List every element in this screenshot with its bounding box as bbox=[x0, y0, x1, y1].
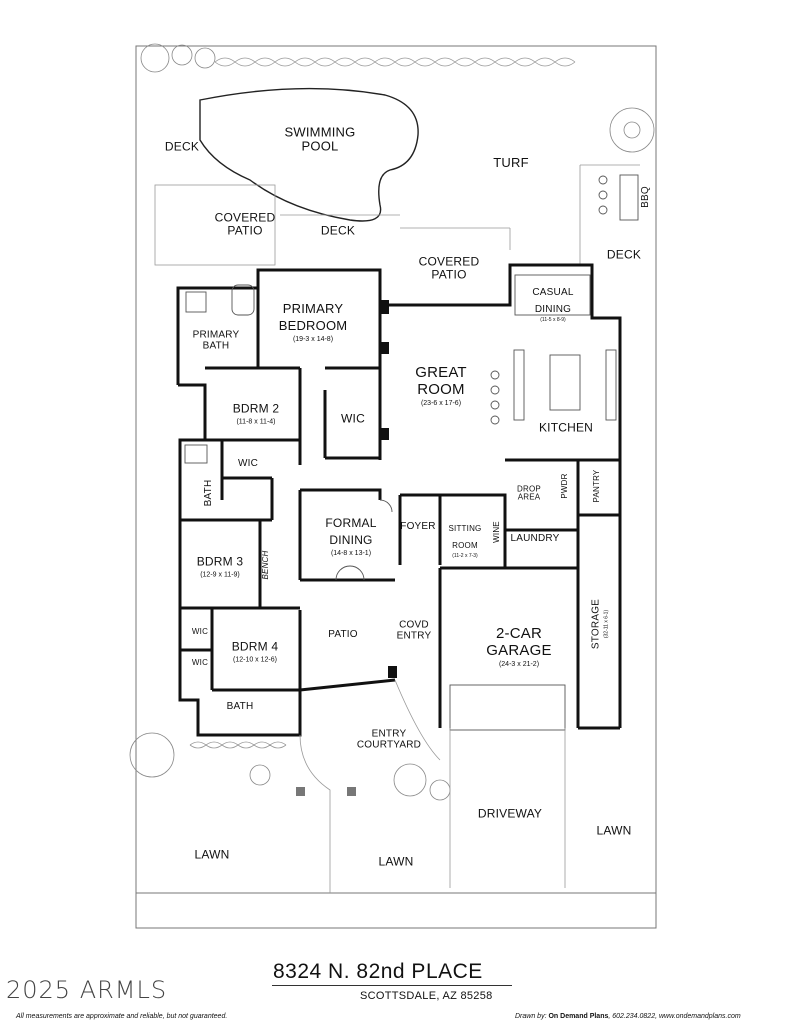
bdrm3-label: BDRM 3 (12-9 x 11-9) bbox=[197, 553, 244, 578]
lawn-center-label: LAWN bbox=[378, 854, 414, 869]
wic-a-label: WIC bbox=[191, 626, 209, 636]
drawn-by-contact: , 602.234.0822, www.ondemandplans.com bbox=[608, 1013, 741, 1020]
storage-label: STORAGE (32-11 x 6-1) bbox=[586, 599, 609, 649]
primary-bedroom-label: PRIMARY BEDROOM (19-3 x 14-8) bbox=[279, 301, 348, 343]
sitting-room-label: SITTING ROOM (11-2 x 7-3) bbox=[449, 519, 482, 559]
bdrm2-name: BDRM 2 bbox=[232, 401, 280, 416]
storage-dim: (32-11 x 6-1) bbox=[603, 609, 610, 639]
wine-label: WINE bbox=[491, 521, 501, 543]
primary-bedroom-dim: (19-3 x 14-8) bbox=[292, 335, 334, 343]
primary-bath-label: PRIMARY BATH bbox=[192, 329, 240, 351]
deck-east-label: DECK bbox=[606, 247, 642, 262]
columns bbox=[296, 300, 397, 796]
drop-area-label: DROP AREA bbox=[517, 484, 541, 502]
lawn-left-label: LAWN bbox=[194, 847, 230, 862]
patio-label: PATIO bbox=[328, 628, 358, 640]
bath-bottom-label: BATH bbox=[226, 700, 254, 712]
bench-label: BENCH bbox=[260, 550, 270, 580]
great-room-name: GREAT ROOM bbox=[415, 364, 467, 398]
casual-dining-name: CASUAL DINING bbox=[532, 287, 574, 315]
city-subtitle: SCOTTSDALE, AZ 85258 bbox=[360, 990, 493, 1002]
lot-boundary bbox=[135, 45, 657, 929]
interior-details bbox=[184, 174, 639, 731]
kitchen-label: KITCHEN bbox=[538, 420, 594, 435]
wic-bdrm2-label: WIC bbox=[237, 457, 259, 469]
formal-dining-name: FORMAL DINING bbox=[325, 516, 377, 547]
great-room-label: GREAT ROOM (23-6 x 17-6) bbox=[415, 365, 467, 407]
address-underline bbox=[272, 985, 512, 986]
bdrm3-dim: (12-9 x 11-9) bbox=[200, 571, 240, 579]
formal-dining-label: FORMAL DINING (14-8 x 13-1) bbox=[325, 515, 376, 557]
house-walls bbox=[176, 263, 622, 737]
casual-dining-label: CASUAL DINING (11-5 x 8-9) bbox=[532, 283, 573, 323]
drawn-by: Drawn by: On Demand Plans, 602.234.0822,… bbox=[515, 1013, 741, 1020]
bdrm2-label: BDRM 2 (11-8 x 11-4) bbox=[233, 400, 280, 425]
storage-name: STORAGE bbox=[590, 598, 602, 650]
bdrm2-dim: (11-8 x 11-4) bbox=[236, 418, 276, 426]
covd-entry-label: COVD ENTRY bbox=[396, 619, 432, 641]
turf-label: TURF bbox=[493, 155, 529, 171]
covered-patio-left-label: COVERED PATIO bbox=[214, 210, 276, 237]
wic-b-label: WIC bbox=[191, 657, 209, 667]
bdrm4-label: BDRM 4 (12-10 x 12-6) bbox=[232, 638, 279, 663]
pool-label: SWIMMING POOL bbox=[284, 124, 356, 153]
patio-edges bbox=[154, 164, 640, 266]
drawn-by-name: On Demand Plans bbox=[548, 1013, 609, 1020]
bdrm4-name: BDRM 4 bbox=[231, 639, 279, 654]
primary-bedroom-name: PRIMARY BEDROOM bbox=[278, 301, 348, 333]
sitting-room-dim: (11-2 x 7-3) bbox=[452, 552, 478, 559]
foyer-label: FOYER bbox=[400, 520, 436, 532]
bath-left-label: BATH bbox=[202, 479, 214, 507]
deck-center-label: DECK bbox=[320, 223, 356, 238]
driveway-label: DRIVEWAY bbox=[477, 806, 543, 821]
deck-nw-label: DECK bbox=[164, 139, 200, 154]
pantry-label: PANTRY bbox=[591, 469, 601, 503]
wic-primary-label: WIC bbox=[341, 411, 365, 426]
entry-courtyard-label: ENTRY COURTYARD bbox=[356, 728, 422, 750]
covered-patio-center-label: COVERED PATIO bbox=[418, 254, 480, 281]
swimming-pool bbox=[199, 87, 419, 222]
garage-dim: (24-3 x 21-2) bbox=[498, 660, 540, 668]
drawn-by-label: Drawn by: bbox=[515, 1013, 547, 1020]
lawn-right-label: LAWN bbox=[596, 823, 632, 838]
great-room-dim: (23-6 x 17-6) bbox=[420, 399, 462, 407]
sitting-room-name: SITTING ROOM bbox=[448, 524, 482, 550]
walkways bbox=[299, 679, 566, 893]
casual-dining-dim: (11-5 x 8-9) bbox=[540, 316, 566, 323]
formal-dining-dim: (14-8 x 13-1) bbox=[330, 549, 372, 557]
garage-name: 2-CAR GARAGE bbox=[486, 625, 552, 659]
copyright-watermark: 2025 ARMLS bbox=[6, 976, 168, 1004]
laundry-label: LAUNDRY bbox=[510, 532, 560, 544]
address-title: 8324 N. 82nd PLACE bbox=[273, 960, 483, 983]
landscape-hedge bbox=[189, 57, 576, 749]
bdrm4-dim: (12-10 x 12-6) bbox=[233, 656, 277, 664]
garage-label: 2-CAR GARAGE (24-3 x 21-2) bbox=[486, 626, 551, 668]
pwdr-label: PWDR bbox=[559, 473, 569, 499]
bdrm3-name: BDRM 3 bbox=[196, 554, 244, 569]
bbq-label: BBQ bbox=[639, 186, 651, 208]
disclaimer: All measurements are approximate and rel… bbox=[16, 1013, 228, 1020]
